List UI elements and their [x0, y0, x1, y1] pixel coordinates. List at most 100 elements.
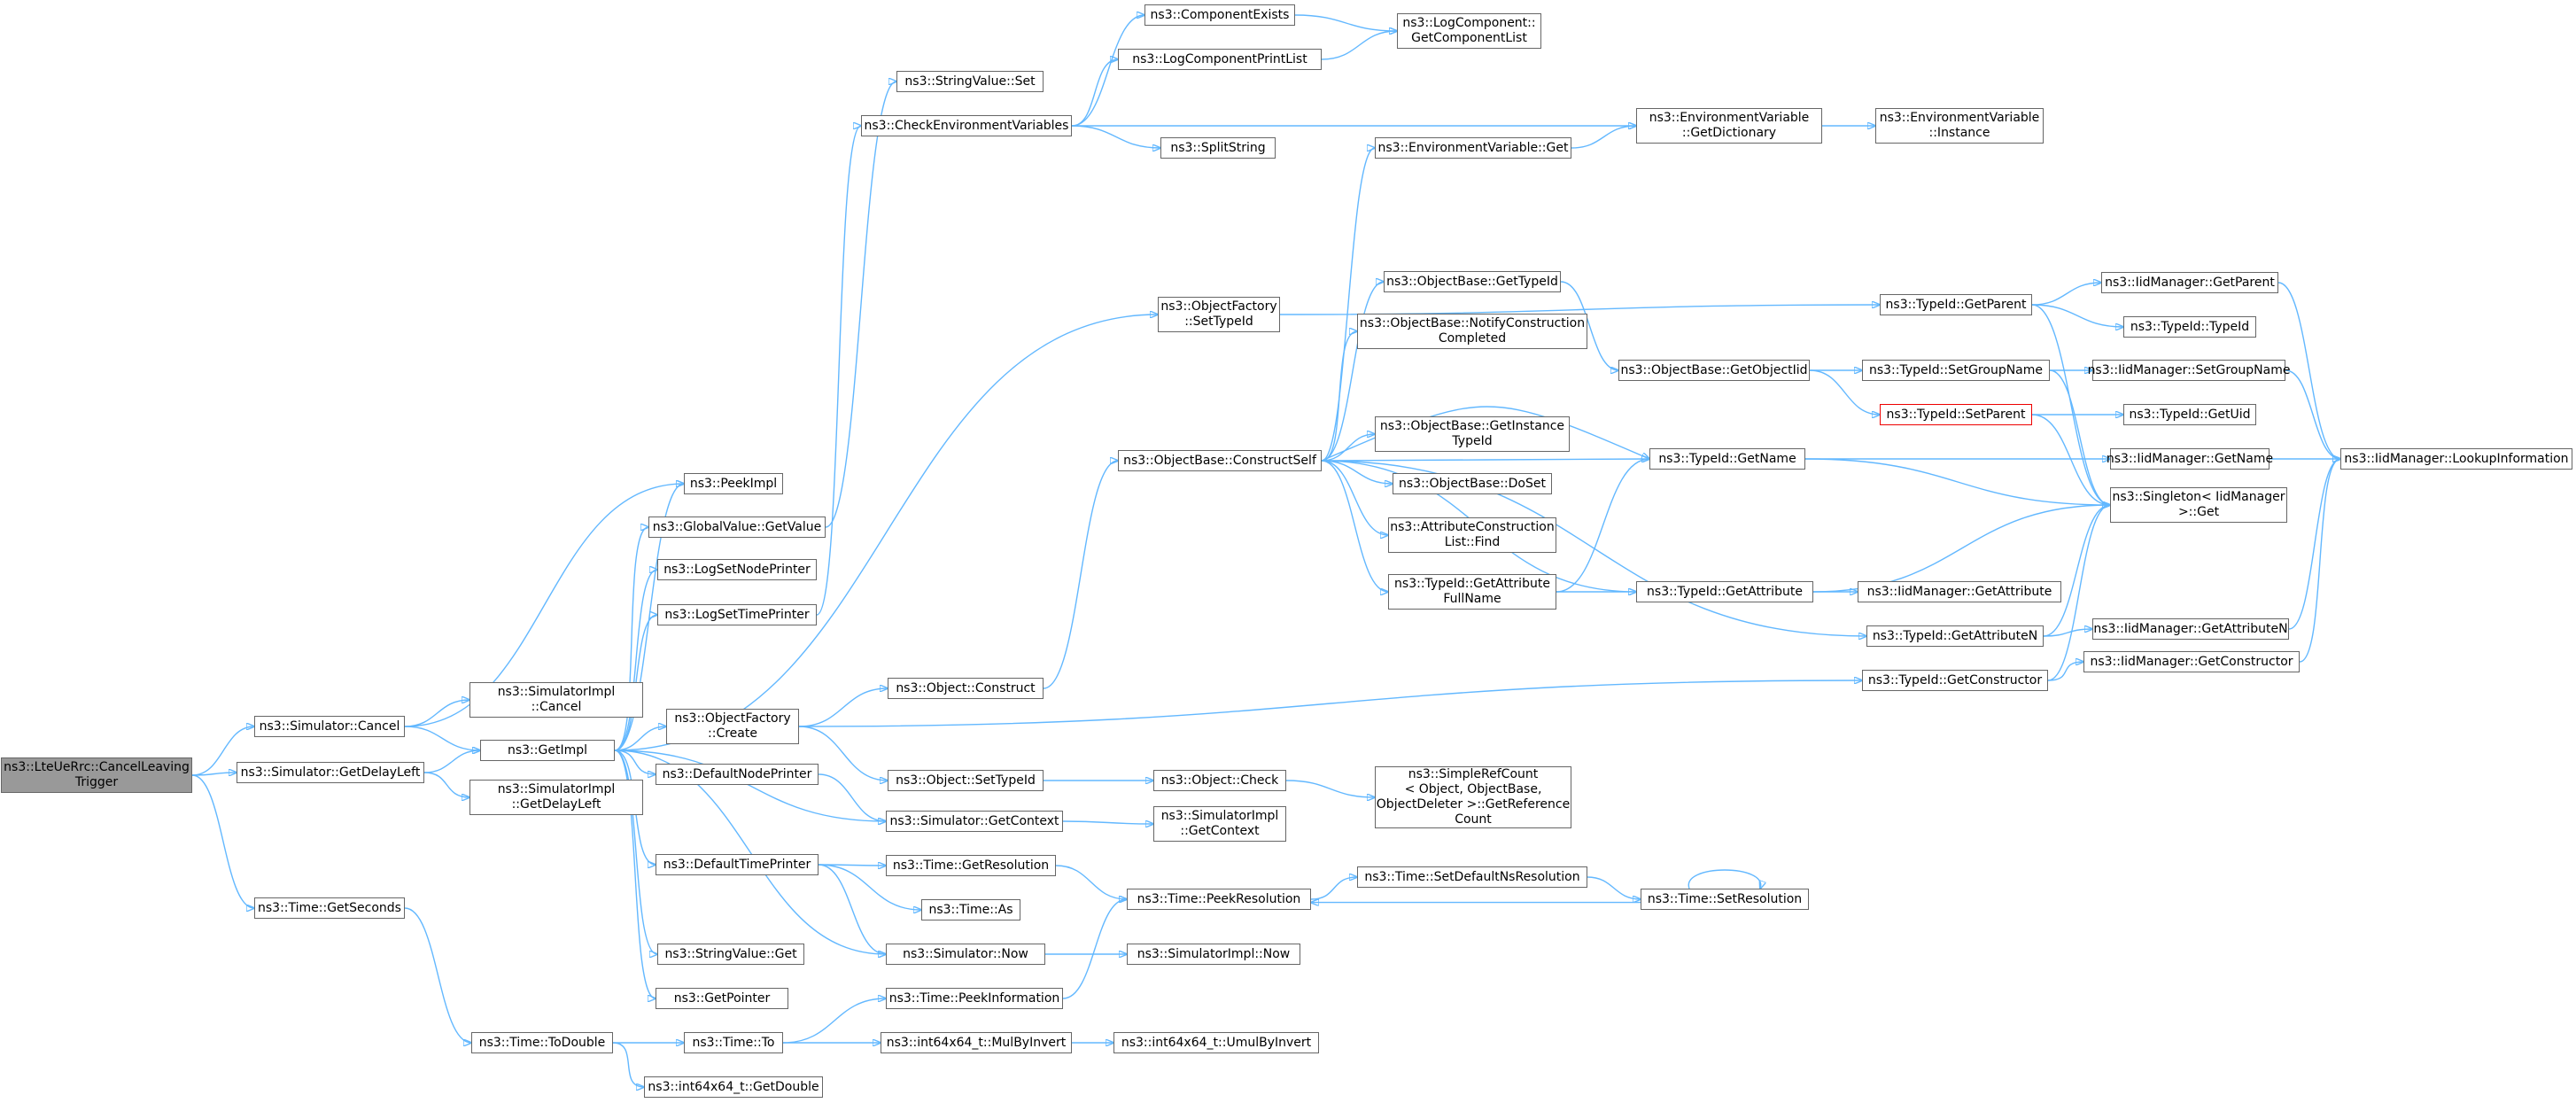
graph-node-typeidgetattr[interactable]: ns3::TypeId::GetAttribute	[1636, 581, 1813, 602]
graph-node-deftimeprinter[interactable]: ns3::DefaultTimePrinter	[656, 854, 819, 875]
graph-node-getimpl[interactable]: ns3::GetImpl	[480, 740, 615, 761]
graph-node-simcancel[interactable]: ns3::Simulator::Cancel	[254, 716, 405, 737]
graph-node-defnodeprinter[interactable]: ns3::DefaultNodePrinter	[656, 764, 819, 785]
graph-node-timeas[interactable]: ns3::Time::As	[921, 899, 1020, 920]
call-edge-simgetcontext-to-simimplgetcontext	[1062, 821, 1153, 824]
graph-node-strvalget[interactable]: ns3::StringValue::Get	[657, 944, 804, 965]
call-edge-constructself-to-getattrfullname	[1321, 460, 1388, 592]
call-edge-typeidsetparent-to-singletonget	[2031, 414, 2110, 505]
graph-node-objfactcreate[interactable]: ns3::ObjectFactory::Create	[666, 709, 799, 744]
graph-node-typeidgetname[interactable]: ns3::TypeId::GetName	[1649, 448, 1805, 470]
call-edge-constructself-to-getinsttypeid	[1321, 434, 1375, 462]
graph-node-objbasegettypeid[interactable]: ns3::ObjectBase::GetTypeId	[1384, 271, 1561, 292]
graph-node-todouble[interactable]: ns3::Time::ToDouble	[471, 1032, 613, 1053]
graph-node-constructself[interactable]: ns3::ObjectBase::ConstructSelf	[1118, 450, 1322, 471]
call-edge-typeidgetparent-to-singletonget	[2031, 304, 2110, 505]
graph-node-umulbyinvert[interactable]: ns3::int64x64_t::UmulByInvert	[1113, 1032, 1319, 1053]
graph-node-label: ObjectDeleter >::GetReference	[1376, 797, 1571, 812]
graph-node-label: List::Find	[1444, 535, 1501, 549]
graph-node-timeto[interactable]: ns3::Time::To	[684, 1032, 783, 1053]
graph-node-simgetdelay[interactable]: ns3::Simulator::GetDelayLeft	[237, 762, 424, 783]
graph-node-simimplgetcontext[interactable]: ns3::SimulatorImpl::GetContext	[1153, 806, 1286, 842]
graph-node-typeidsetgroup[interactable]: ns3::TypeId::SetGroupName	[1862, 360, 2050, 381]
call-edge-setdefaultns-to-timesetres	[1587, 876, 1641, 899]
graph-node-iidgetname[interactable]: ns3::IidManager::GetName	[2107, 448, 2273, 470]
call-edge-todouble-to-int64getdouble	[612, 1042, 644, 1087]
call-edge-getimpl-to-getpointer	[614, 750, 656, 998]
graph-node-peekres[interactable]: ns3::Time::PeekResolution	[1127, 889, 1311, 910]
graph-node-mulbyinvert[interactable]: ns3::int64x64_t::MulByInvert	[881, 1032, 1072, 1053]
graph-node-getcomplist[interactable]: ns3::LogComponent::GetComponentList	[1397, 13, 1541, 49]
graph-node-objsettypeid[interactable]: ns3::Object::SetTypeId	[888, 770, 1044, 791]
call-edge-typeidgetattr-to-singletonget	[1812, 505, 2110, 593]
graph-node-strvalset[interactable]: ns3::StringValue::Set	[896, 71, 1044, 92]
graph-node-setdefaultns[interactable]: ns3::Time::SetDefaultNsResolution	[1357, 866, 1587, 888]
call-edge-logcompprint-to-getcomplist	[1321, 31, 1397, 60]
graph-node-iidgetattr[interactable]: ns3::IidManager::GetAttribute	[1858, 581, 2061, 602]
graph-node-getpointer[interactable]: ns3::GetPointer	[656, 988, 788, 1009]
graph-node-objconstruct[interactable]: ns3::Object::Construct	[888, 678, 1044, 699]
graph-node-label: FullName	[1443, 592, 1501, 606]
graph-node-iidsetgroup[interactable]: ns3::IidManager::SetGroupName	[2088, 360, 2290, 381]
graph-node-peekinfo[interactable]: ns3::Time::PeekInformation	[886, 988, 1063, 1009]
graph-node-simgetcontext[interactable]: ns3::Simulator::GetContext	[886, 811, 1063, 832]
call-edge-getimpl-to-simgetcontext	[614, 750, 886, 821]
graph-node-splitstring[interactable]: ns3::SplitString	[1160, 137, 1276, 159]
graph-node-timegetseconds[interactable]: ns3::Time::GetSeconds	[254, 897, 405, 919]
graph-node-typeidgetconstr[interactable]: ns3::TypeId::GetConstructor	[1862, 670, 2048, 691]
call-edge-checkenv-to-compexists	[1071, 15, 1144, 127]
graph-node-label: ns3::ObjectFactory	[1160, 299, 1277, 314]
call-edge-root-to-simcancel	[191, 726, 254, 776]
graph-node-label: ns3::ObjectBase::NotifyConstruction	[1359, 316, 1586, 330]
graph-node-label: Count	[1455, 812, 1492, 827]
graph-node-logsetnode[interactable]: ns3::LogSetNodePrinter	[657, 559, 817, 580]
graph-node-label: ns3::SimulatorImpl	[1160, 809, 1279, 823]
call-edge-constructself-to-notifyconstr	[1321, 331, 1357, 462]
call-edge-typeidgetname-to-singletonget	[1804, 458, 2110, 505]
graph-node-simimplnow[interactable]: ns3::SimulatorImpl::Now	[1127, 944, 1300, 965]
graph-node-simimplcancel[interactable]: ns3::SimulatorImpl::Cancel	[469, 682, 643, 718]
graph-node-timegetres[interactable]: ns3::Time::GetResolution	[886, 855, 1056, 876]
graph-node-label: ns3::SimulatorImpl::Now	[1137, 946, 1291, 961]
graph-node-compexists[interactable]: ns3::ComponentExists	[1144, 4, 1295, 26]
graph-node-checkenv[interactable]: ns3::CheckEnvironmentVariables	[861, 115, 1072, 136]
graph-node-simimplgetdelay[interactable]: ns3::SimulatorImpl::GetDelayLeft	[469, 780, 643, 815]
graph-node-iidgetattrn[interactable]: ns3::IidManager::GetAttributeN	[2092, 618, 2289, 640]
graph-node-typeidtypeid[interactable]: ns3::TypeId::TypeId	[2123, 316, 2256, 338]
graph-node-envgetdict[interactable]: ns3::EnvironmentVariable::GetDictionary	[1636, 108, 1822, 144]
graph-node-int64getdouble[interactable]: ns3::int64x64_t::GetDouble	[644, 1076, 823, 1098]
graph-node-typeidgetattrn[interactable]: ns3::TypeId::GetAttributeN	[1866, 625, 2044, 647]
graph-node-typeidgetuid[interactable]: ns3::TypeId::GetUid	[2123, 404, 2256, 425]
graph-node-envinstance[interactable]: ns3::EnvironmentVariable::Instance	[1875, 108, 2044, 144]
graph-node-simnow[interactable]: ns3::Simulator::Now	[886, 944, 1045, 965]
graph-node-objcheck[interactable]: ns3::Object::Check	[1153, 770, 1286, 791]
call-edge-typeidsetgroup-to-singletonget	[2049, 369, 2110, 505]
graph-node-logcompprint[interactable]: ns3::LogComponentPrintList	[1118, 49, 1322, 70]
graph-node-doset[interactable]: ns3::ObjectBase::DoSet	[1393, 473, 1552, 494]
graph-node-globalvalue[interactable]: ns3::GlobalValue::GetValue	[648, 517, 826, 538]
graph-node-timesetres[interactable]: ns3::Time::SetResolution	[1641, 889, 1809, 910]
graph-node-peekimpl[interactable]: ns3::PeekImpl	[684, 473, 783, 494]
graph-node-typeidgetparent[interactable]: ns3::TypeId::GetParent	[1880, 294, 2032, 315]
call-edge-objcheck-to-simplerefcount	[1285, 780, 1375, 797]
graph-node-iidgetparent[interactable]: ns3::IidManager::GetParent	[2101, 272, 2278, 293]
graph-node-label: ns3::Object::Construct	[896, 680, 1036, 695]
graph-node-iidgetconstr[interactable]: ns3::IidManager::GetConstructor	[2083, 651, 2300, 672]
graph-node-getobjectiid[interactable]: ns3::ObjectBase::GetObjectIid	[1618, 360, 1810, 381]
graph-node-typeidsetparent[interactable]: ns3::TypeId::SetParent	[1880, 404, 2032, 425]
graph-node-lookupinfo[interactable]: ns3::IidManager::LookupInformation	[2340, 448, 2572, 470]
graph-node-objfactsettypeid[interactable]: ns3::ObjectFactory::SetTypeId	[1158, 297, 1280, 332]
call-edge-iidgetconstr-to-lookupinfo	[2299, 459, 2340, 663]
graph-node-label: ns3::Simulator::GetContext	[889, 813, 1059, 828]
graph-node-envget[interactable]: ns3::EnvironmentVariable::Get	[1375, 137, 1571, 159]
graph-node-logsettime[interactable]: ns3::LogSetTimePrinter	[657, 604, 817, 625]
call-edge-checkenv-to-logcompprint	[1071, 59, 1118, 127]
graph-node-simplerefcount[interactable]: ns3::SimpleRefCount< Object, ObjectBase,…	[1375, 766, 1571, 828]
graph-node-label: ns3::Time::GetSeconds	[258, 900, 401, 915]
graph-node-singletonget[interactable]: ns3::Singleton< IidManager>::Get	[2110, 487, 2287, 523]
